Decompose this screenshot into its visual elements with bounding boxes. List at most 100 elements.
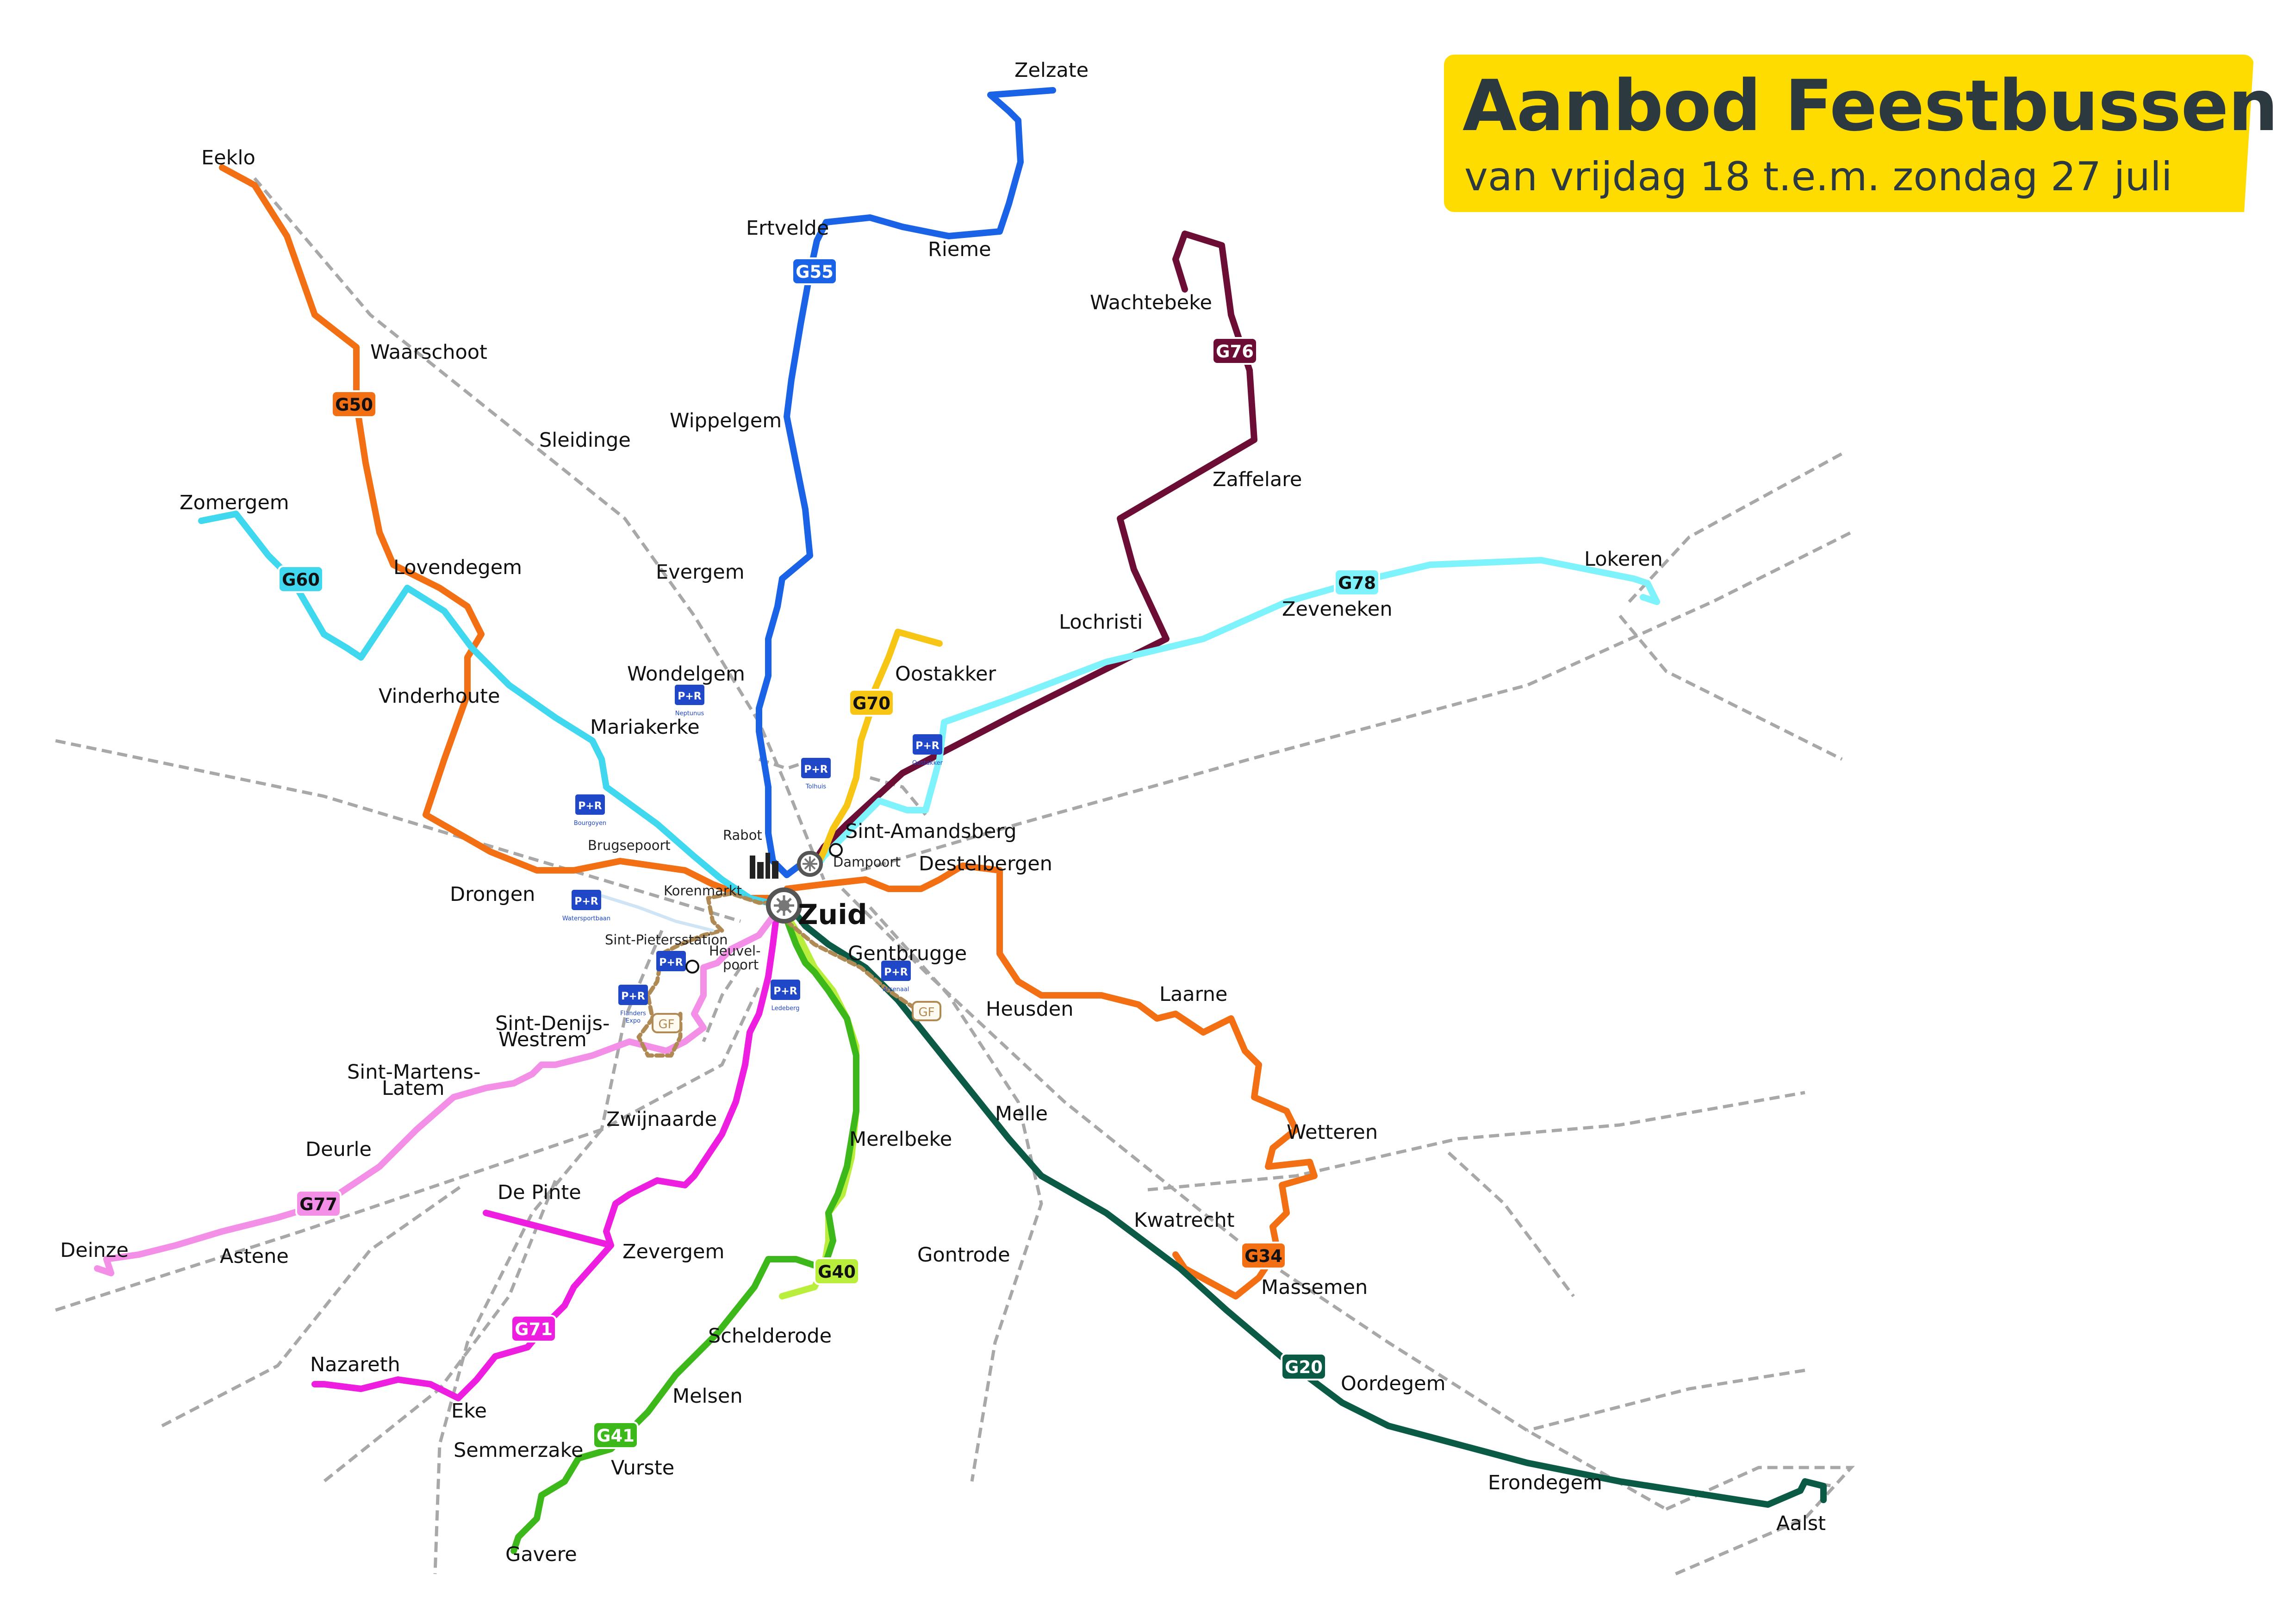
- place-lokeren: Lokeren: [1584, 548, 1663, 571]
- label-heuvelpoort-2: poort: [723, 957, 759, 973]
- hub-dampoort[interactable]: Dampoort: [797, 843, 901, 877]
- place-merelbeke: Merelbeke: [849, 1128, 952, 1151]
- svg-text:G41: G41: [597, 1426, 635, 1446]
- gf-badge[interactable]: GF: [652, 1013, 681, 1033]
- place-erondegem: Erondegem: [1488, 1471, 1602, 1494]
- place-waarschoot: Waarschoot: [370, 341, 487, 364]
- hub-zuid[interactable]: Zuid: [766, 887, 867, 931]
- badge-g76[interactable]: G76: [1212, 337, 1258, 365]
- place-gavere: Gavere: [505, 1543, 577, 1566]
- badge-g50[interactable]: G50: [331, 390, 377, 418]
- svg-text:GF: GF: [658, 1018, 674, 1031]
- label-rabot: Rabot: [723, 827, 762, 843]
- route-g70: [811, 629, 943, 874]
- svg-text:Ledeberg: Ledeberg: [772, 1005, 800, 1012]
- place-sint-amandsberg: Sint-Amandsberg: [845, 820, 1017, 843]
- place-aalst: Aalst: [1776, 1512, 1826, 1535]
- svg-text:P+R: P+R: [574, 896, 598, 907]
- place-wetteren: Wetteren: [1287, 1121, 1378, 1144]
- place-zevergem: Zevergem: [622, 1240, 724, 1263]
- gf-badges: GF GF: [652, 1001, 941, 1033]
- gf-badge[interactable]: GF: [912, 1001, 941, 1021]
- svg-text:P+R: P+R: [804, 764, 828, 775]
- svg-text:GF: GF: [918, 1006, 934, 1019]
- badge-g77[interactable]: G77: [295, 1190, 342, 1218]
- label-sint-pietersstation: Sint-Pietersstation: [605, 932, 728, 948]
- svg-text:P+R: P+R: [621, 991, 645, 1002]
- title-banner-background: [1444, 55, 2254, 212]
- svg-text:G20: G20: [1285, 1357, 1323, 1377]
- badge-g55[interactable]: G55: [791, 257, 838, 285]
- svg-text:P+R: P+R: [578, 800, 602, 812]
- place-wippelgem: Wippelgem: [670, 409, 782, 432]
- svg-text:G78: G78: [1338, 573, 1376, 593]
- place-rieme: Rieme: [928, 238, 991, 261]
- page-subtitle: van vrijdag 18 t.e.m. zondag 27 juli: [1464, 154, 2172, 200]
- svg-text:Watersportbaan: Watersportbaan: [562, 915, 610, 922]
- place-schelderode: Schelderode: [708, 1324, 832, 1348]
- badge-g34[interactable]: G34: [1240, 1242, 1287, 1269]
- badge-g20[interactable]: G20: [1281, 1353, 1327, 1380]
- label-brugsepoort: Brugsepoort: [588, 837, 671, 853]
- place-nazareth: Nazareth: [310, 1353, 400, 1376]
- place-zelzate: Zelzate: [1014, 59, 1089, 82]
- place-zwijnaarde: Zwijnaarde: [606, 1108, 717, 1131]
- place-gontrode: Gontrode: [917, 1243, 1010, 1267]
- place-laarne: Laarne: [1159, 983, 1227, 1006]
- line-badges: G55 G50 G60 G76 G78 G70 G34 G77 G71 G40 …: [278, 257, 1380, 1449]
- svg-text:G50: G50: [335, 395, 373, 415]
- title-banner: Aanbod Feestbussen van vrijdag 18 t.e.m.…: [1444, 55, 2278, 212]
- place-sint-denijs-westrem-1: Sint-Denijs-: [495, 1012, 610, 1035]
- svg-text:G76: G76: [1216, 342, 1254, 362]
- svg-text:G34: G34: [1244, 1246, 1282, 1266]
- place-destelbergen: Destelbergen: [919, 852, 1052, 875]
- badge-g78[interactable]: G78: [1334, 568, 1380, 596]
- place-wondelgem: Wondelgem: [627, 662, 745, 686]
- svg-text:G77: G77: [299, 1194, 337, 1214]
- svg-text:Neptunus: Neptunus: [675, 710, 704, 717]
- place-sint-denijs-westrem-2: Westrem: [498, 1028, 587, 1051]
- route-g71: [311, 904, 781, 1401]
- svg-text:G71: G71: [515, 1319, 553, 1339]
- place-melle: Melle: [995, 1102, 1048, 1125]
- svg-text:Flanders: Flanders: [620, 1010, 646, 1017]
- bus-routes: [94, 87, 1827, 1554]
- route-g78: [811, 557, 1660, 874]
- badge-g60[interactable]: G60: [278, 565, 324, 593]
- place-melsen: Melsen: [672, 1385, 743, 1408]
- page-title: Aanbod Feestbussen: [1462, 65, 2278, 147]
- place-semmerzake: Semmerzake: [454, 1439, 583, 1462]
- svg-text:P+R: P+R: [659, 957, 683, 968]
- city-labels: Rabot Brugsepoort Korenmarkt Sint-Pieter…: [588, 827, 762, 973]
- badge-g71[interactable]: G71: [510, 1315, 557, 1343]
- park-ride-icon[interactable]: P+R: [656, 951, 686, 971]
- place-evergem: Evergem: [656, 561, 745, 584]
- route-city-light: [600, 894, 715, 932]
- svg-text:Tolhuis: Tolhuis: [805, 783, 826, 790]
- place-zaffelare: Zaffelare: [1213, 468, 1302, 491]
- place-lovendegem: Lovendegem: [393, 556, 522, 579]
- place-eeklo: Eeklo: [201, 146, 255, 169]
- label-heuvelpoort-1: Heuvel-: [709, 943, 761, 959]
- place-ertvelde: Ertvelde: [746, 217, 829, 240]
- badge-g41[interactable]: G41: [592, 1421, 639, 1449]
- route-g55: [756, 87, 1056, 878]
- badge-g70[interactable]: G70: [848, 689, 895, 717]
- station-icon: [685, 960, 699, 974]
- place-sint-martens-latem-2: Latem: [382, 1077, 445, 1100]
- route-g77: [94, 913, 776, 1276]
- place-sint-martens-latem-1: Sint-Martens-: [347, 1061, 481, 1084]
- place-heusden: Heusden: [986, 998, 1073, 1021]
- city-centre-icon: [750, 853, 778, 879]
- badge-g40[interactable]: G40: [814, 1257, 860, 1285]
- park-ride-icon[interactable]: P+R Tolhuis: [801, 758, 831, 790]
- park-ride-icon[interactable]: P+R Watersportbaan: [562, 890, 610, 922]
